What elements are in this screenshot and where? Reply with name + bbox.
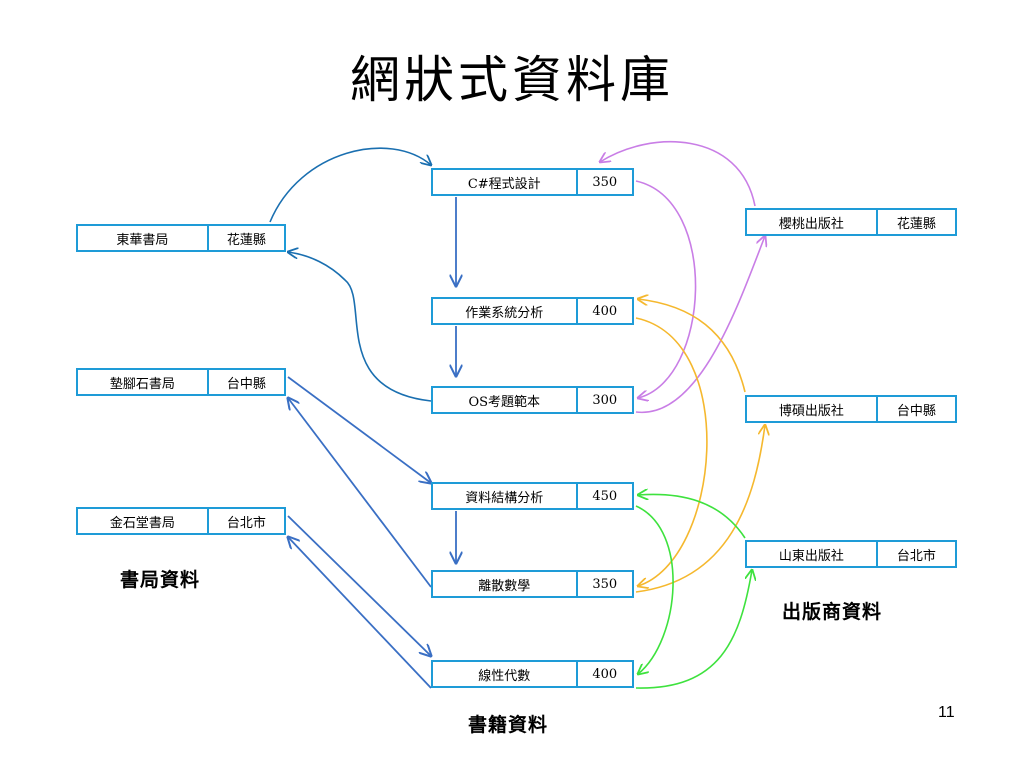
link-os-exam-to-cherry <box>635 236 765 413</box>
book-record-csharp[interactable]: C#程式設計 350 <box>431 168 634 196</box>
publisher-record-boshuo[interactable]: 博碩出版社 台中縣 <box>745 395 957 423</box>
link-linear-algebra-to-jinshitang <box>288 537 432 689</box>
bookstore-name: 東華書局 <box>116 232 169 248</box>
book-data-label: 書籍資料 <box>468 714 549 736</box>
book-record-linear-algebra[interactable]: 線性代數 400 <box>431 660 634 688</box>
book-title: 線性代數 <box>478 668 531 684</box>
link-discrete-math-to-boshuo <box>635 425 765 593</box>
link-jinshitang-to-linear-algebra <box>287 515 431 656</box>
book-price: 450 <box>575 484 632 508</box>
bookstore-record-jinshitang[interactable]: 金石堂書局 台北市 <box>76 507 286 535</box>
slide-title: 網狀式資料庫 <box>350 51 674 109</box>
bookstore-location: 台北市 <box>206 509 284 533</box>
publisher-location: 台中縣 <box>875 397 955 421</box>
link-data-structures-to-linear-algebra <box>636 505 674 674</box>
bookstore-location: 花蓮縣 <box>206 226 284 250</box>
book-price: 300 <box>575 388 632 412</box>
link-discrete-math-to-dianjiaoshi <box>288 398 432 588</box>
book-price: 350 <box>575 572 632 596</box>
link-csharp-to-os-exam <box>636 180 697 398</box>
book-title: 資料結構分析 <box>465 490 544 506</box>
publisher-name: 櫻桃出版社 <box>778 216 844 232</box>
bookstore-record-dianjiaoshi[interactable]: 墊腳石書局 台中縣 <box>76 368 286 396</box>
book-price: 400 <box>575 662 632 686</box>
publisher-location: 台北市 <box>875 542 955 566</box>
link-cherry-to-csharp <box>600 141 756 207</box>
link-os-exam-to-donghua <box>288 252 432 402</box>
bookstore-record-donghua[interactable]: 東華書局 花蓮縣 <box>76 224 286 252</box>
publisher-name: 博碩出版社 <box>778 403 844 419</box>
publisher-record-shandong[interactable]: 山東出版社 台北市 <box>745 540 957 568</box>
link-boshuo-to-os-analysis <box>638 299 746 393</box>
book-record-os-analysis[interactable]: 作業系統分析 400 <box>431 297 634 325</box>
link-os-analysis-to-discrete-math <box>636 317 708 586</box>
book-record-discrete-math[interactable]: 離散數學 350 <box>431 570 634 598</box>
book-title: OS考題範本 <box>468 394 541 410</box>
link-donghua-to-csharp <box>269 147 431 223</box>
publisher-record-cherry[interactable]: 櫻桃出版社 花蓮縣 <box>745 208 957 236</box>
publisher-data-label: 出版商資料 <box>782 601 883 623</box>
book-record-data-structures[interactable]: 資料結構分析 450 <box>431 482 634 510</box>
link-shandong-to-data-structures <box>638 494 746 539</box>
bookstore-data-label: 書局資料 <box>120 569 201 591</box>
book-title: 作業系統分析 <box>465 305 544 321</box>
publisher-name: 山東出版社 <box>778 548 844 564</box>
link-dianjiaoshi-to-data-structures <box>287 376 431 483</box>
publisher-location: 花蓮縣 <box>875 210 955 234</box>
bookstore-location: 台中縣 <box>206 370 284 394</box>
book-price: 350 <box>575 170 632 194</box>
book-record-os-exam[interactable]: OS考題範本 300 <box>431 386 634 414</box>
book-title: 離散數學 <box>478 578 531 594</box>
link-linear-algebra-to-shandong <box>635 570 752 689</box>
book-title: C#程式設計 <box>467 176 541 192</box>
bookstore-name: 金石堂書局 <box>109 515 175 531</box>
page-number: 11 <box>938 704 955 721</box>
book-price: 400 <box>575 299 632 323</box>
bookstore-name: 墊腳石書局 <box>109 376 175 392</box>
